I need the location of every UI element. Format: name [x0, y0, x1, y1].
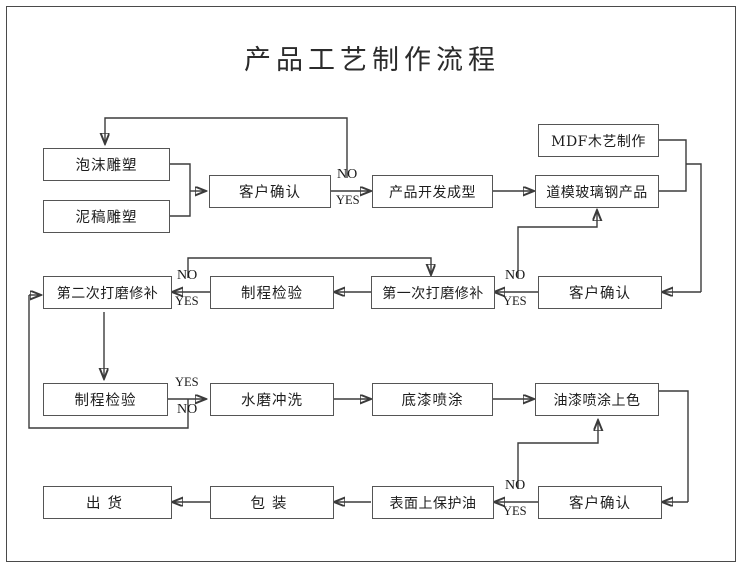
node-first-grinding-repair[interactable]: 第一次打磨修补	[371, 276, 495, 309]
node-process-inspection-2[interactable]: 制程检验	[43, 383, 168, 416]
node-product-development[interactable]: 产品开发成型	[372, 175, 493, 208]
label-confirm2-no: NO	[505, 268, 526, 283]
node-mdf-woodwork[interactable]: MDF木艺制作	[538, 124, 659, 157]
node-frp-product[interactable]: 道模玻璃钢产品	[535, 175, 659, 208]
node-surface-protective-oil[interactable]: 表面上保护油	[372, 486, 494, 519]
node-primer-spray[interactable]: 底漆喷涂	[372, 383, 493, 416]
label-inspect2-yes: YES	[175, 375, 199, 389]
node-foam-sculpture[interactable]: 泡沫雕塑	[43, 148, 170, 181]
node-customer-confirm-3[interactable]: 客户确认	[538, 486, 662, 519]
node-paint-spray-coloring[interactable]: 油漆喷涂上色	[535, 383, 659, 416]
node-customer-confirm-1[interactable]: 客户确认	[209, 175, 331, 208]
label-confirm2-yes: YES	[503, 294, 527, 308]
label-inspect1-yes: YES	[175, 294, 199, 308]
node-water-grinding-wash[interactable]: 水磨冲洗	[210, 383, 334, 416]
page-border	[6, 6, 736, 562]
node-customer-confirm-2[interactable]: 客户确认	[538, 276, 662, 309]
node-second-grinding-repair[interactable]: 第二次打磨修补	[43, 276, 172, 309]
node-packaging[interactable]: 包装	[210, 486, 334, 519]
node-process-inspection-1[interactable]: 制程检验	[210, 276, 334, 309]
label-confirm1-no: NO	[337, 167, 358, 182]
label-confirm1-yes: YES	[336, 193, 360, 207]
label-confirm3-yes: YES	[503, 504, 527, 518]
page-title: 产品工艺制作流程	[244, 45, 500, 76]
label-inspect1-no: NO	[177, 268, 198, 283]
label-confirm3-no: NO	[505, 478, 526, 493]
node-shipment[interactable]: 出货	[43, 486, 172, 519]
label-inspect2-no: NO	[177, 402, 198, 417]
node-clay-sculpture[interactable]: 泥稿雕塑	[43, 200, 170, 233]
